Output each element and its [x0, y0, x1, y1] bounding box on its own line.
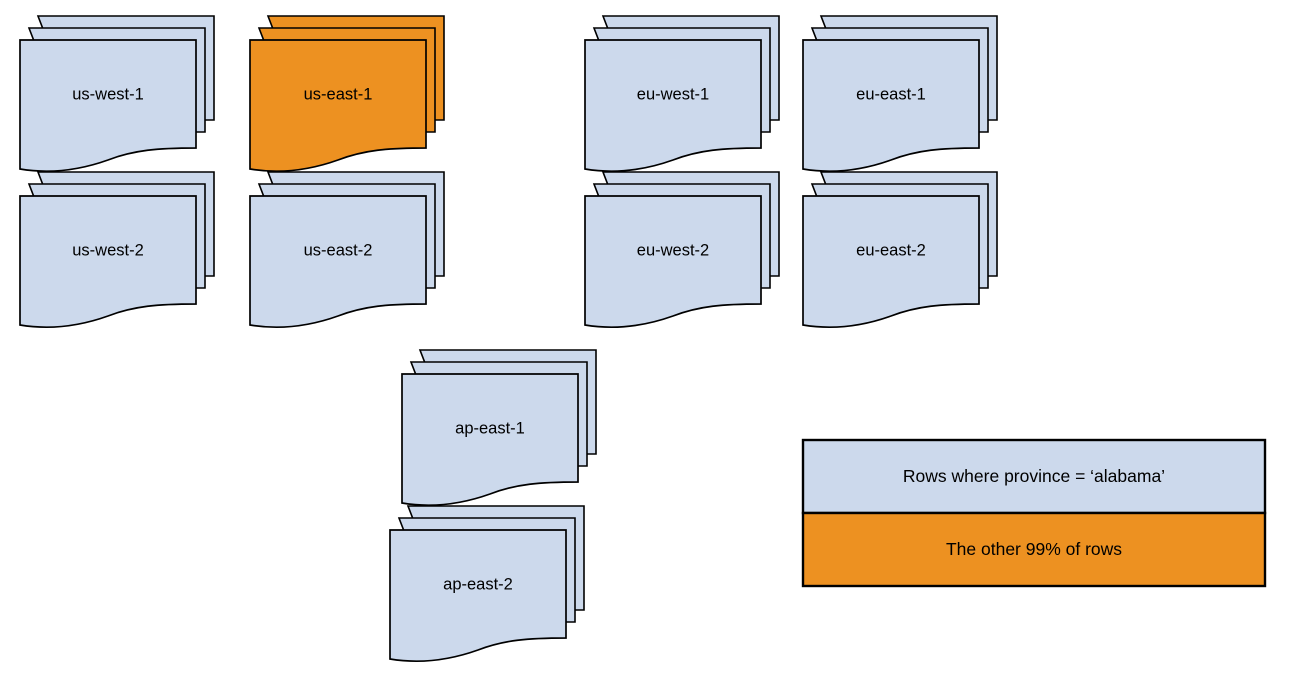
legend-swatch-rows_alabama	[801, 438, 1267, 515]
stack-label-ap-east-2: ap-east-2	[443, 575, 513, 593]
region-stack-eu-east-2[interactable]: eu-east-2	[802, 171, 998, 329]
stack-card-front	[249, 39, 427, 173]
stack-card-front	[802, 39, 980, 173]
stack-label-us-west-2: us-west-2	[72, 241, 144, 259]
legend-row-1[interactable]: The other 99% of rows	[801, 511, 1267, 588]
region-stack-us-west-2[interactable]: us-west-2	[19, 171, 215, 329]
stack-card-front	[802, 195, 980, 329]
stack-card-front	[249, 195, 427, 329]
stack-card-front	[401, 373, 579, 507]
stack-label-eu-west-2: eu-west-2	[637, 241, 709, 259]
region-stacks-group: us-west-1 us-west-2 us-east-1 us-east-2 eu-w…	[19, 15, 998, 663]
stack-card-front	[584, 39, 762, 173]
region-stack-us-east-1[interactable]: us-east-1	[249, 15, 445, 173]
stack-label-us-west-1: us-west-1	[72, 85, 144, 103]
stack-card-front	[389, 529, 567, 663]
stack-label-eu-east-1: eu-east-1	[856, 85, 926, 103]
region-stack-us-west-1[interactable]: us-west-1	[19, 15, 215, 173]
legend-swatch-other_rows	[801, 511, 1267, 588]
legend-label-1: The other 99% of rows	[946, 539, 1122, 559]
stack-card-front	[19, 195, 197, 329]
stack-label-us-east-1: us-east-1	[304, 85, 373, 103]
region-stack-us-east-2[interactable]: us-east-2	[249, 171, 445, 329]
region-stack-eu-east-1[interactable]: eu-east-1	[802, 15, 998, 173]
stack-card-front	[584, 195, 762, 329]
stack-label-ap-east-1: ap-east-1	[455, 419, 525, 437]
legend-group: Rows where province = ‘alabama’ The other…	[801, 438, 1267, 588]
region-stack-ap-east-2[interactable]: ap-east-2	[389, 505, 585, 663]
region-stack-eu-west-2[interactable]: eu-west-2	[584, 171, 780, 329]
legend-label-0: Rows where province = ‘alabama’	[903, 466, 1165, 486]
stack-label-eu-west-1: eu-west-1	[637, 85, 709, 103]
legend-row-0[interactable]: Rows where province = ‘alabama’	[801, 438, 1267, 515]
stack-label-us-east-2: us-east-2	[304, 241, 373, 259]
stack-card-front	[19, 39, 197, 173]
stack-label-eu-east-2: eu-east-2	[856, 241, 926, 259]
region-stack-eu-west-1[interactable]: eu-west-1	[584, 15, 780, 173]
region-stack-ap-east-1[interactable]: ap-east-1	[401, 349, 597, 507]
